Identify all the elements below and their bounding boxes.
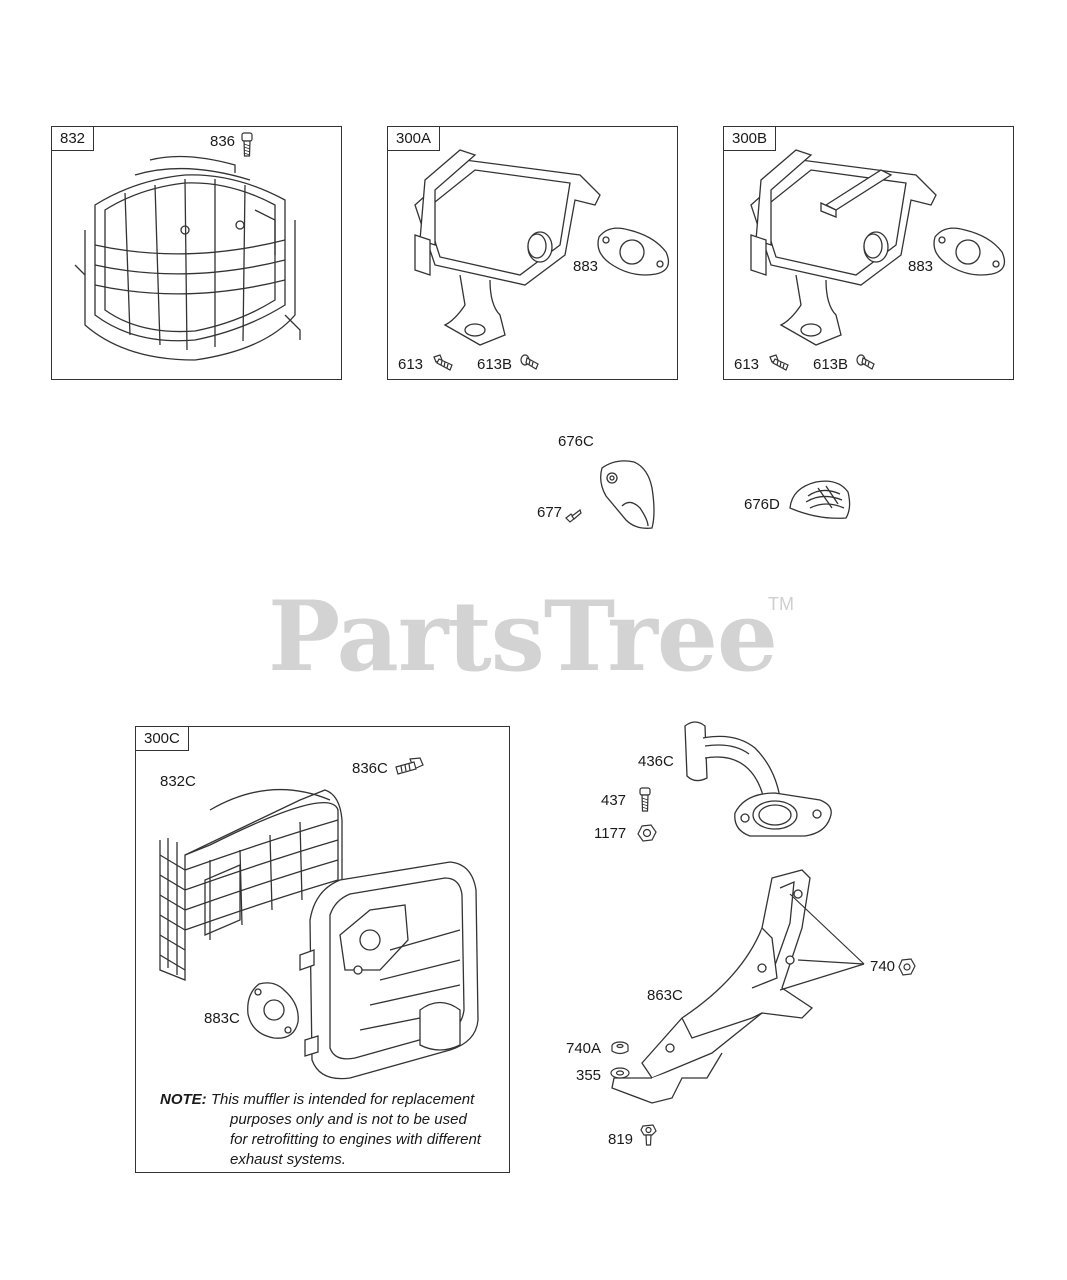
trademark-symbol: TM	[768, 594, 794, 614]
muffler-bracket-icon	[611, 869, 814, 1104]
spark-arrestor-screen-icon	[789, 480, 851, 519]
callout-613b[interactable]: 613B	[813, 356, 849, 373]
callout-676d[interactable]: 676D	[744, 496, 780, 513]
screw-icon	[639, 787, 651, 812]
gasket-icon	[247, 982, 299, 1039]
callout-740a[interactable]: 740A	[566, 1040, 602, 1057]
callout-613b[interactable]: 613B	[477, 356, 513, 373]
callout-836[interactable]: 836	[210, 133, 236, 150]
replacement-note: NOTE: This muffler is intended for repla…	[160, 1090, 500, 1170]
callout-676c[interactable]: 676C	[558, 433, 594, 450]
callout-355[interactable]: 355	[576, 1067, 602, 1084]
gasket-icon	[597, 227, 670, 276]
screw-icon	[856, 354, 875, 370]
callout-677[interactable]: 677	[537, 504, 563, 521]
note-line-3: for retrofitting to engines with differe…	[230, 1131, 481, 1148]
callout-883c[interactable]: 883C	[204, 1010, 240, 1027]
note-line-4: exhaust systems.	[230, 1151, 346, 1168]
note-line-1: This muffler is intended for replacement	[210, 1091, 475, 1108]
note-line-2: purposes only and is not to be used	[230, 1111, 467, 1128]
muffler-icon	[299, 861, 479, 1080]
callout-819[interactable]: 819	[608, 1131, 634, 1148]
muffler-guard-cage-icon	[74, 155, 301, 361]
bolt-icon	[433, 354, 453, 371]
bolt-icon	[640, 1124, 657, 1146]
callout-1177[interactable]: 1177	[594, 825, 627, 842]
callout-613[interactable]: 613	[398, 356, 424, 373]
callout-740[interactable]: 740	[870, 958, 896, 975]
callout-437[interactable]: 437	[601, 792, 627, 809]
bolt-icon	[395, 757, 424, 775]
nut-icon	[898, 958, 916, 976]
callout-836c[interactable]: 836C	[352, 760, 388, 777]
callout-436c[interactable]: 436C	[638, 753, 674, 770]
callout-883[interactable]: 883	[908, 258, 934, 275]
screw-icon	[520, 354, 539, 370]
callout-832c[interactable]: 832C	[160, 773, 196, 790]
panel-tag-300c: 300C	[135, 726, 189, 751]
nut-icon	[611, 1041, 629, 1055]
note-prefix: NOTE:	[160, 1091, 207, 1108]
bolt-icon	[769, 354, 789, 371]
screw-icon	[241, 132, 253, 157]
exhaust-elbow-icon	[684, 721, 832, 837]
muffler-icon	[414, 149, 601, 346]
panel-tag-832: 832	[51, 126, 95, 151]
partstree-watermark: PartsTree	[268, 580, 778, 693]
gasket-icon	[933, 227, 1006, 276]
exhaust-deflector-icon	[600, 460, 655, 529]
washer-icon	[610, 1067, 630, 1079]
leader-lines	[779, 893, 865, 991]
callout-613[interactable]: 613	[734, 356, 760, 373]
callout-863c[interactable]: 863C	[647, 987, 683, 1004]
panel-tag-300b: 300B	[723, 126, 777, 151]
muffler-guard-icon	[159, 788, 343, 981]
nut-icon	[637, 824, 657, 842]
callout-883[interactable]: 883	[573, 258, 599, 275]
screw-icon	[565, 509, 582, 523]
panel-tag-300a: 300A	[387, 126, 441, 151]
muffler-with-heat-shield-icon	[750, 149, 937, 346]
